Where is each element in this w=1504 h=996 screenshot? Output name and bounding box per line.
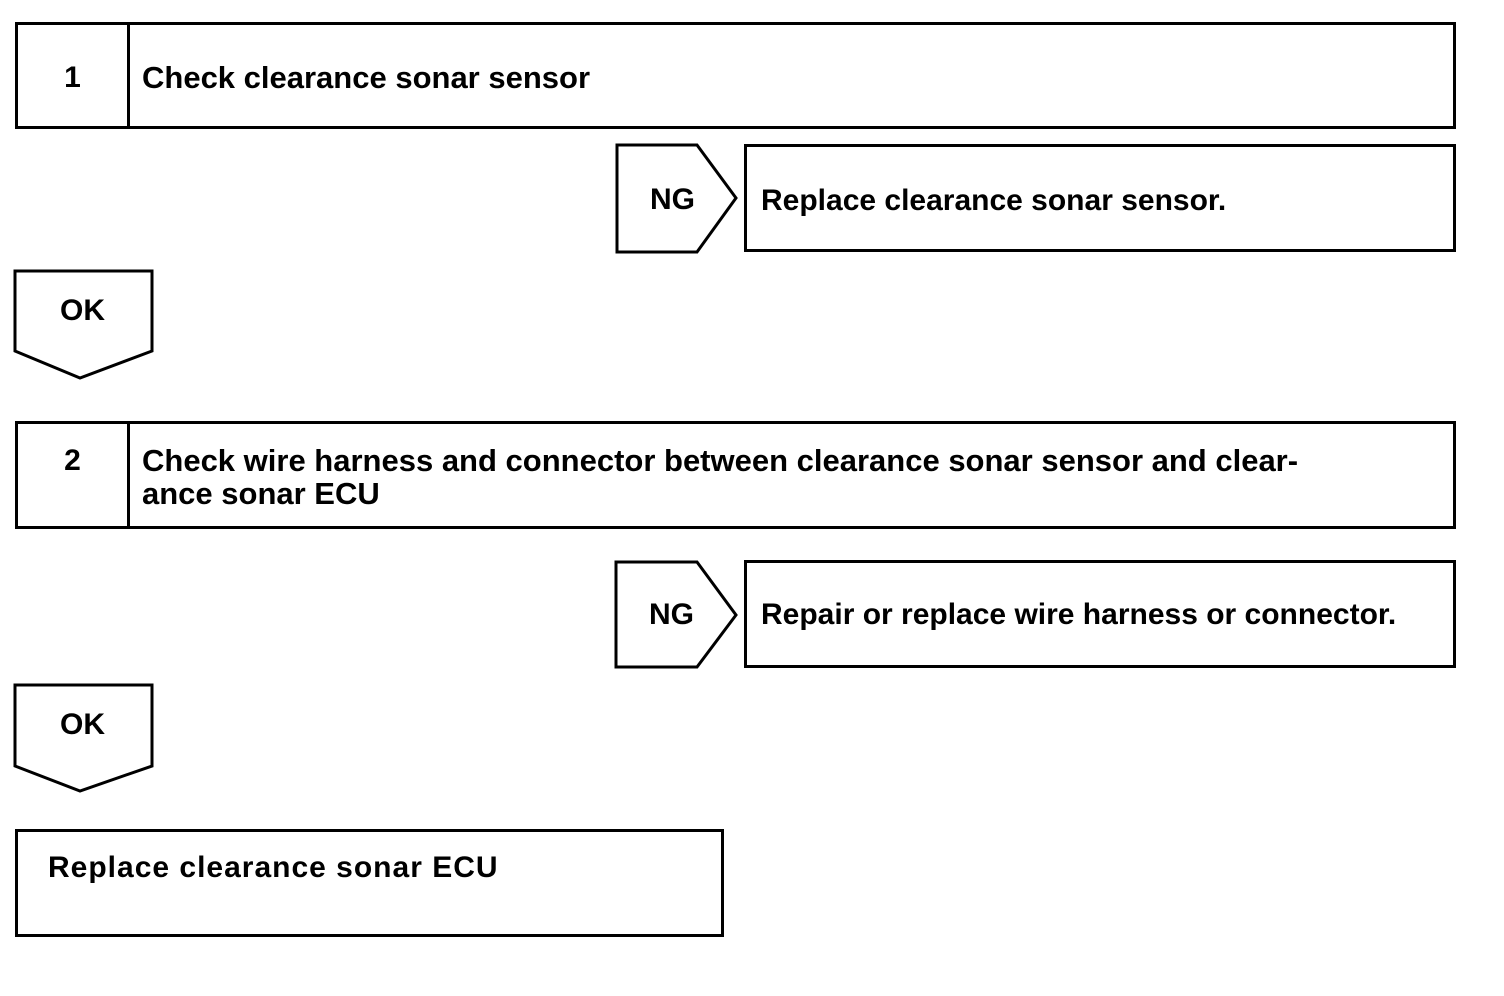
ok-2-arrow	[13, 683, 154, 793]
step-2-box: 2 Check wire harness and connector betwe…	[15, 421, 1456, 529]
ng-1-arrow	[615, 143, 738, 254]
ok-1-arrow	[13, 269, 154, 380]
step-2-number: 2	[18, 424, 130, 526]
ng-1-result-box: Replace clearance sonar sensor.	[744, 144, 1456, 252]
ng-2-result-text: Repair or replace wire harness or connec…	[761, 598, 1397, 631]
step-1-box: 1 Check clearance sonar sensor	[15, 22, 1456, 129]
ng-2-result-box: Repair or replace wire harness or connec…	[744, 560, 1456, 668]
step-1-text: Check clearance sonar sensor	[142, 60, 591, 95]
ok-2-label: OK	[60, 708, 105, 741]
ng-2-arrow	[614, 560, 738, 669]
final-action-box: Replace clearance sonar ECU	[15, 829, 724, 937]
ok-1-label: OK	[60, 294, 105, 327]
step-2-text: Check wire harness and connector between…	[142, 443, 1299, 511]
ng-1-result-text: Replace clearance sonar sensor.	[761, 184, 1227, 217]
step-1-number: 1	[18, 25, 130, 126]
ng-1-label: NG	[650, 183, 695, 216]
ng-2-label: NG	[649, 598, 694, 631]
final-action-text: Replace clearance sonar ECU	[48, 851, 499, 884]
